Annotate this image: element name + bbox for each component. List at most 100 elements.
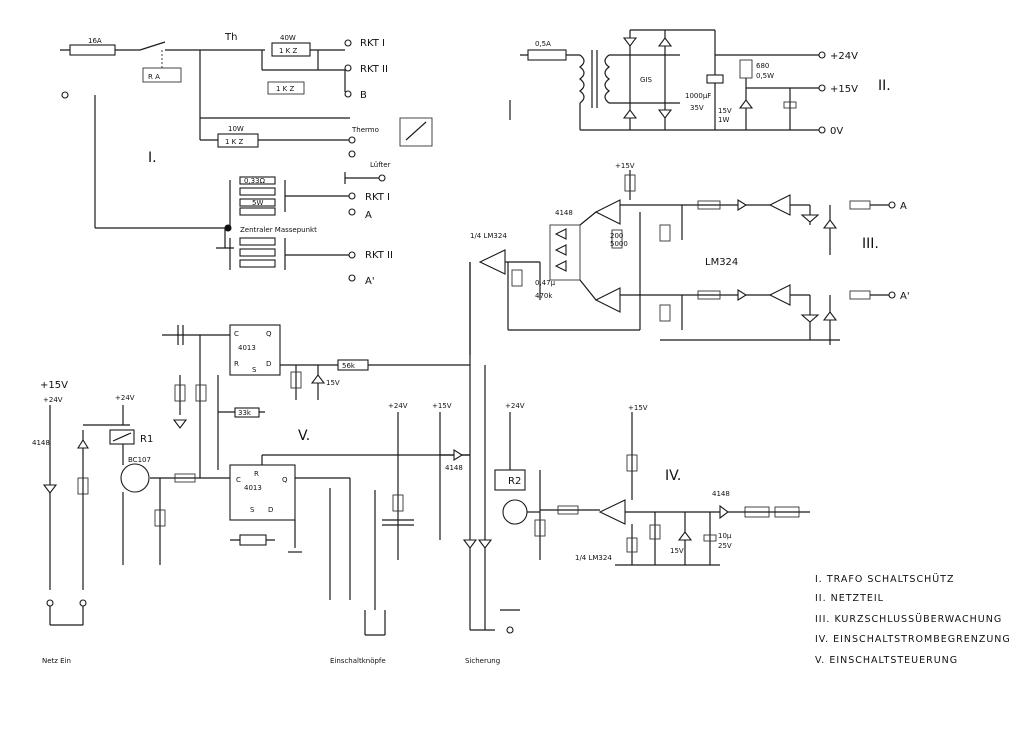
r-33k-label: 33k [238,409,252,417]
resistor-ladder-rkt2: RKT II A' [229,237,393,287]
main-filter-cap [706,74,724,84]
ladder-a2-label: A' [365,276,375,287]
svg-text:Q: Q [282,476,288,484]
svg-text:R: R [254,470,259,478]
svg-text:D: D [268,506,273,514]
thermo-switch-icon [399,117,433,147]
s5-supply-24v-a: +24V [43,396,63,404]
ic-top-label: 4013 [238,344,256,352]
section-4: +15V 1/4 LM324 15V 10µ 25V 4148 IV. [540,404,810,566]
ic-bottom-label: 4013 [244,484,262,492]
resistor-2-value: 1 K Z [276,85,294,93]
diode-block-label: 4148 [555,209,573,217]
s3-cap: 0,47µ [535,279,556,287]
ladder-rkt1-label: RKT I [365,192,390,203]
legend-item: V. EINSCHALTSTEUERUNG [815,655,958,666]
supply-fuse [527,49,567,61]
r-56k-label: 56k [342,362,356,370]
pot-value-2: 5000 [610,240,628,248]
ic-4013-bottom [229,464,296,521]
main-fuse [69,44,116,56]
s4-diode: 4148 [712,490,730,498]
svg-text:D: D [266,360,271,368]
svg-text:Q: Q [266,330,272,338]
terminal-b [344,90,352,98]
s4-cap-v: 25V [718,542,732,550]
zener-value: 15V [718,107,732,115]
legend-item: IV. EINSCHALTSTROMBEGRENZUNG [815,634,1011,645]
opamp-bottom [594,287,621,313]
terminal-rkt1-label: RKT I [360,38,385,49]
section-3: +15V 1/4 LM324 0,47µ 470k 4148 200 5000 [469,162,910,355]
einschaltknopfe-label: Einschaltknöpfe [330,657,386,665]
relay-r1-label: R1 [140,434,153,445]
r-lim-value: 680 [756,62,769,70]
ladder-a-label: A [365,210,372,221]
section-4-label: IV. [665,468,681,484]
lm324-label: LM324 [705,257,738,268]
s3-out-a2: A' [900,291,910,302]
s5-supply-15v: +15V [40,380,68,391]
transformer-icon [579,50,610,108]
terminal-rkt1 [344,39,352,47]
s3-supply-label: +15V [615,162,635,170]
main-cap-voltage: 35V [690,104,704,112]
s4-zener: 15V [670,547,684,555]
relay-contact-label: R A [148,73,160,81]
section-2: 0,5A GIS 1000µF 35V [509,29,891,137]
svg-text:S: S [252,366,257,374]
s5-diode-col: 4148 [445,464,463,472]
section-1-label: I. [148,150,157,166]
ladder-r-rating: 5W [252,199,263,207]
opamp-left-label: 1/4 LM324 [470,232,507,240]
terminal-rkt2 [344,64,352,72]
resistor-3 [217,133,259,148]
opamp-top [594,199,621,225]
relay-r2-label: R2 [508,476,521,487]
s4-cap: 10µ [718,532,732,540]
lufter-label: Lüfter [370,161,391,169]
s5-supply-24v-b: +24V [115,394,135,402]
bridge-rectifier: GIS [609,29,715,130]
main-resistor-rating: 40W [280,34,296,42]
star-point-icon [224,224,232,232]
resistor-ladder-rkt1: 0,33Ω 5W RKT I A [229,176,390,228]
opamp-left [478,249,506,275]
star-point-label: Zentraler Massepunkt [240,226,317,234]
r-lim-rating: 0,5W [756,72,774,80]
s3-out-a: A [900,201,907,212]
pot-value: 200 [610,232,623,240]
transistor-icon [120,463,150,493]
thermo-label: Thermo [351,126,379,134]
svg-text:C: C [236,476,241,484]
netz-ein-label: Netz Ein [42,657,71,665]
s5-ein-24v: +24V [388,402,408,410]
opamp-s4 [598,499,626,525]
legend-item: II. NETZTEIL [815,593,884,604]
main-resistor-value: 1 K Z [279,47,297,55]
section-5-label: V. [298,428,310,444]
main-fuse-label: 16A [88,37,102,45]
transistor-label: BC107 [128,456,151,464]
supply-fuse-label: 0,5A [535,40,551,48]
main-cap-value: 1000µF [685,92,711,100]
bridge-label: GIS [640,76,652,84]
terminal-b-label: B [360,90,367,101]
s5-diode-4148: 4148 [32,439,50,447]
section-3-label: III. [862,236,879,252]
out-0v-label: 0V [830,126,843,137]
s5-r2-24v: +24V [505,402,525,410]
resistor-3-rating: 10W [228,125,244,133]
thermal-label: Th [224,32,237,43]
ic-4013-top [229,324,281,376]
legend-item: I. TRAFO SCHALTSCHÜTZ [815,574,955,585]
opamp-s4-label: 1/4 LM324 [575,554,612,562]
s4-supply-label: +15V [628,404,648,412]
section-5: +15V +24V 4148 Netz Ein +24V R1 BC107 [32,262,546,665]
svg-text:S: S [250,506,255,514]
s3-r-470k: 470k [535,292,553,300]
out-24v-label: +24V [830,51,858,62]
zener-watt: 1W [718,116,729,124]
ladder-r1: 0,33Ω [244,177,266,185]
